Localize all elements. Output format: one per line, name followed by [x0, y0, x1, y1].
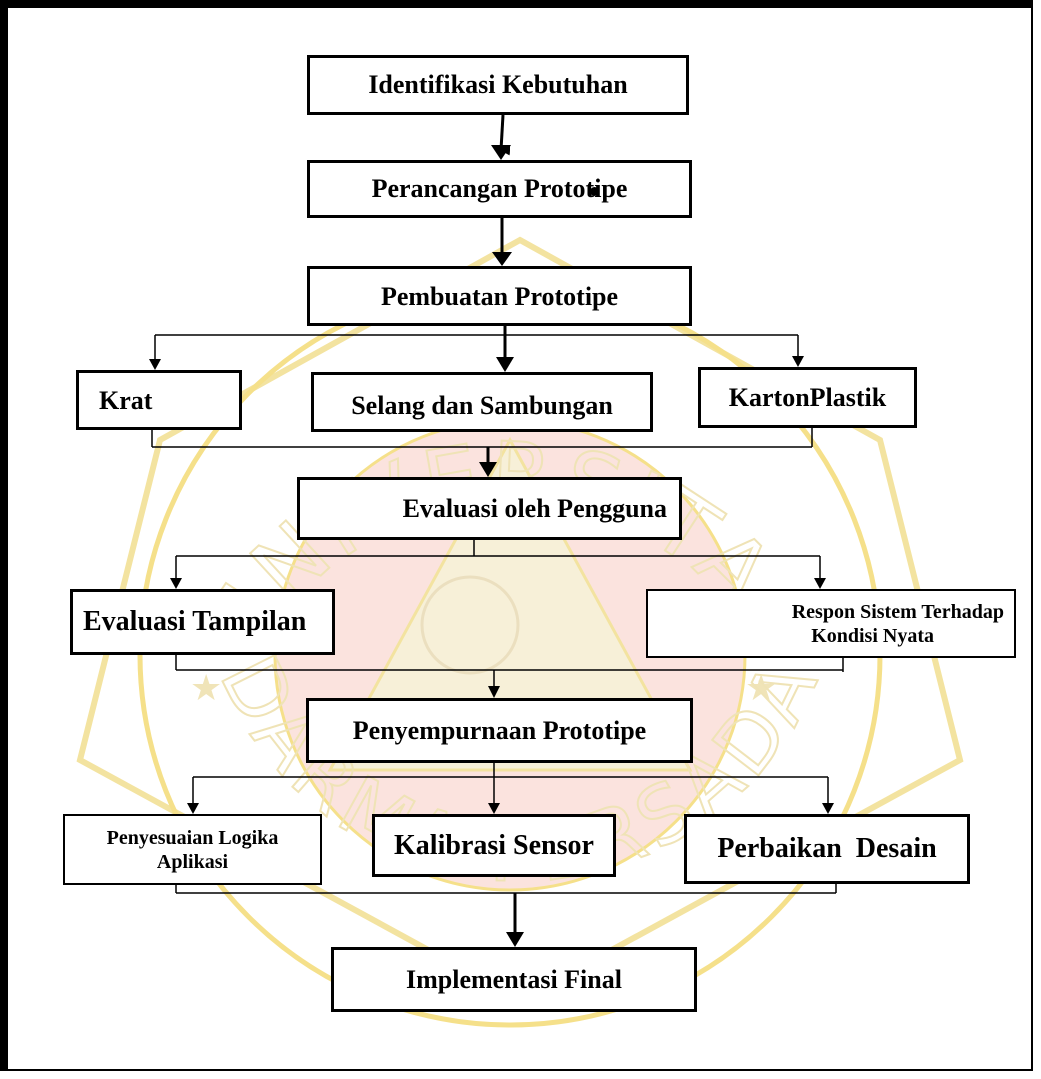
node-implementasi-final: Implementasi Final	[331, 947, 697, 1012]
arrow-identifikasi-to-perancangan	[499, 114, 511, 156]
node-implementasi-label: Implementasi Final	[406, 964, 622, 994]
node-karton-label: KartonPlastik	[728, 383, 887, 412]
node-penyempurnaan-label: Penyempurnaan Prototipe	[352, 715, 647, 745]
node-krat: Krat	[76, 370, 242, 430]
node-perancangan-label: Perancangan Prototipe	[371, 174, 628, 204]
node-kalibrasi-sensor: Kalibrasi Sensor	[372, 814, 616, 877]
stray-dot-marker	[590, 187, 599, 196]
node-evaluasi-oleh-pengguna: Evaluasi oleh Pengguna	[297, 477, 682, 540]
arrowhead-karton	[792, 356, 804, 367]
node-penyesuaian-line1: Penyesuaian Logika	[106, 826, 279, 849]
seal-star-right: ★	[745, 668, 777, 709]
node-penyesuaian-line2: Aplikasi	[156, 850, 229, 873]
node-identifikasi-kebutuhan: Identifikasi Kebutuhan	[307, 55, 689, 115]
node-selang-dan-sambungan: Selang dan Sambungan	[311, 372, 653, 432]
node-krat-label: Krat	[99, 386, 153, 415]
arrowhead-krat	[149, 359, 161, 370]
arrowhead-perbaikan	[822, 803, 834, 814]
node-penyesuaian-logika: Penyesuaian Logika Aplikasi	[63, 814, 322, 885]
node-selang-label: Selang dan Sambungan	[351, 390, 613, 420]
node-penyempurnaan-prototipe: Penyempurnaan Prototipe	[306, 698, 693, 763]
seal-star-left: ★	[190, 668, 222, 709]
node-respon-sistem: Respon Sistem Terhadap Kondisi Nyata	[646, 589, 1016, 658]
node-perbaikan-desain: Perbaikan Desain	[684, 814, 970, 884]
arrowhead-respon	[814, 578, 826, 589]
node-evaluasi-tampilan: Evaluasi Tampilan	[70, 589, 335, 655]
node-perancangan-prototipe: Perancangan Prototipe	[307, 160, 692, 218]
arrowhead-evaluasi-pengguna	[479, 462, 497, 477]
node-pembuatan-prototipe: Pembuatan Prototipe	[307, 266, 692, 326]
arrowhead-perancangan	[491, 145, 511, 160]
seal-inner-triangle	[327, 436, 693, 772]
node-respon-line2: Kondisi Nyata	[811, 624, 934, 647]
node-perbaikan-label: Perbaikan Desain	[717, 833, 937, 865]
arrowhead-selang	[496, 357, 514, 372]
node-pembuatan-label: Pembuatan Prototipe	[380, 282, 619, 311]
node-karton-plastik: KartonPlastik	[698, 367, 917, 428]
arrowhead-evaluasi-tampilan	[170, 578, 182, 589]
arrowhead-kalibrasi	[488, 803, 500, 814]
node-identifikasi-label: Identifikasi Kebutuhan	[368, 70, 628, 100]
seal-emblem	[420, 575, 520, 675]
node-respon-line1: Respon Sistem Terhadap	[791, 600, 1004, 623]
arrowhead-penyempurnaan	[488, 686, 500, 698]
arrowhead-penyesuaian	[187, 803, 199, 814]
node-kalibrasi-label: Kalibrasi Sensor	[394, 829, 594, 861]
arrowhead-pembuatan	[492, 252, 512, 266]
node-evaluasi-pengguna-label: Evaluasi oleh Pengguna	[402, 493, 667, 523]
node-evaluasi-tampilan-label: Evaluasi Tampilan	[83, 606, 307, 638]
arrowhead-implementasi	[506, 932, 524, 947]
